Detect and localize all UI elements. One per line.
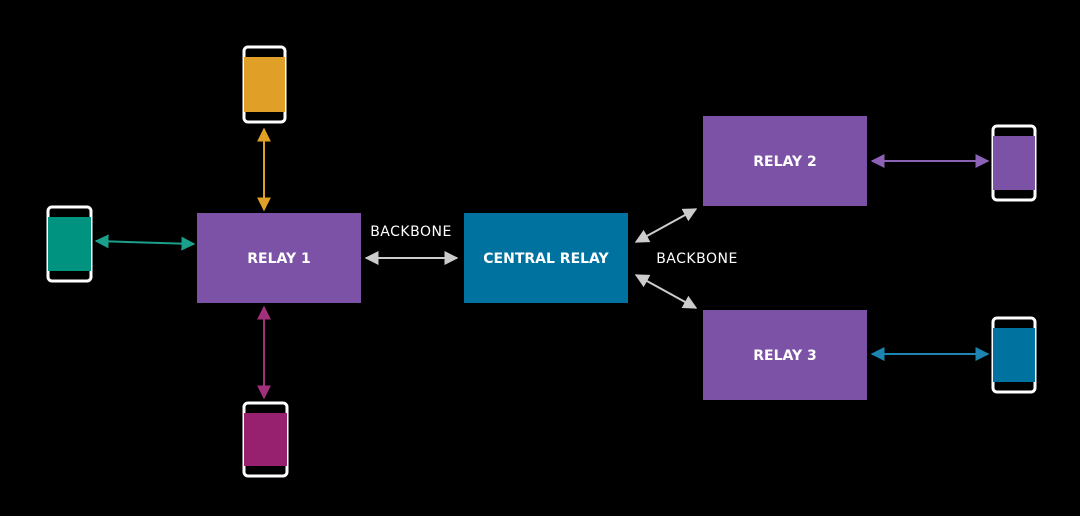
relay-3-node: RELAY 3 xyxy=(703,310,867,400)
backbone-label-left: BACKBONE xyxy=(370,224,452,240)
central-relay-node: CENTRAL RELAY xyxy=(464,213,628,303)
device-top-screen xyxy=(244,57,285,112)
device-left-screen xyxy=(48,217,91,271)
link-device-left xyxy=(94,234,196,251)
relay-3-label: RELAY 3 xyxy=(753,348,817,364)
relay-1-label: RELAY 1 xyxy=(247,251,311,267)
device-relay2-screen xyxy=(993,136,1035,190)
device-left-phone-icon xyxy=(46,205,93,283)
device-bottom-phone-icon xyxy=(242,401,289,478)
relay-2-label: RELAY 2 xyxy=(753,154,817,170)
backbone-link-central-relay3 xyxy=(634,274,698,309)
backbone-link-central-relay2 xyxy=(634,208,698,243)
relay-2-box xyxy=(703,116,867,206)
central-relay-label: CENTRAL RELAY xyxy=(483,251,609,267)
device-relay3-phone-icon xyxy=(991,316,1037,394)
device-top-phone-icon xyxy=(242,45,287,124)
device-relay2-phone-icon xyxy=(991,124,1037,202)
relay-2-node: RELAY 2 xyxy=(703,116,867,206)
relay-1-box xyxy=(197,213,361,303)
relay-3-box xyxy=(703,310,867,400)
device-relay3-screen xyxy=(993,328,1035,382)
device-bottom-screen xyxy=(244,413,287,466)
backbone-label-right: BACKBONE xyxy=(656,251,738,267)
relay-1-node: RELAY 1 xyxy=(197,213,361,303)
central-relay-box xyxy=(464,213,628,303)
